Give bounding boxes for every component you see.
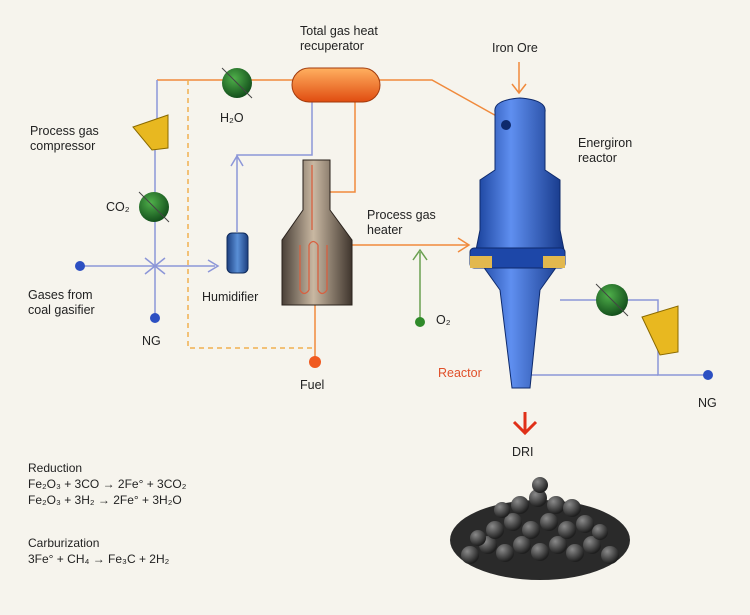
ng-left-label: NG [142, 334, 161, 348]
humidifier-up-arrowhead [230, 154, 244, 167]
reduction-equations: Reduction Fe₂O₃ + 3CO → 2Fe° + 3CO₂ Fe₂O… [28, 460, 186, 508]
energiron-reactor-label: Energiron reactor [578, 136, 632, 166]
reduction-title: Reduction [28, 461, 83, 475]
process-gas-pipe-humidifier-up [236, 95, 313, 232]
heater-out-arrowhead [457, 237, 471, 253]
recuperator-label-line1: Total gas heat [300, 24, 378, 38]
dri-label: DRI [512, 445, 534, 459]
recycle-gas-pipe-right [560, 299, 708, 376]
reduction-equation-2: Fe₂O₃ + 3H₂ → 2Fe° + 3H₂O [28, 493, 182, 507]
energiron-reactor-label-line2: reactor [578, 151, 617, 165]
dri-pellet-pile [450, 477, 630, 580]
carburization-equations: Carburization 3Fe° + CH₄ → Fe₃C + 2H₂ [28, 535, 169, 567]
o2-label: O₂ [436, 313, 451, 327]
humidifier-label: Humidifier [202, 290, 259, 304]
fuel-label: Fuel [300, 378, 325, 392]
humidifier-vessel [226, 232, 249, 274]
recycle-valve [595, 283, 629, 317]
iron-ore-arrow [511, 62, 527, 95]
gasifier-inlet-node [75, 261, 85, 271]
recuperator-label-line2: recuperator [300, 39, 364, 53]
ng-left-node [150, 313, 160, 323]
process-gas-heater-label: Process gas heater [367, 208, 436, 238]
ng-right-label: NG [698, 396, 717, 410]
reactor-label: Reactor [438, 366, 482, 380]
coal-gasifier-label-line2: coal gasifier [28, 303, 95, 317]
compressor-label-line1: Process gas [30, 124, 99, 138]
energiron-reactor [469, 97, 566, 389]
mixing-junction [144, 257, 166, 275]
energiron-reactor-label-line1: Energiron [578, 136, 633, 150]
reduction-equation-1: Fe₂O₃ + 3CO → 2Fe° + 3CO₂ [28, 477, 187, 491]
carburization-title: Carburization [28, 536, 100, 550]
process-gas-heater-label-line2: heater [367, 223, 403, 237]
compressor-label-line2: compressor [30, 139, 96, 153]
h2o-label: H₂O [220, 111, 244, 125]
o2-arrowhead [412, 248, 428, 261]
process-gas-heater [281, 159, 353, 306]
iron-ore-label: Iron Ore [492, 41, 538, 55]
o2-node [415, 317, 425, 327]
hot-gas-pipe-recuperator-down [330, 95, 356, 193]
fuel-node [309, 356, 321, 368]
h2o-valve [221, 67, 253, 99]
co2-valve [138, 191, 170, 223]
co2-label: CO₂ [106, 200, 130, 214]
coal-gasifier-label: Gases from coal gasifier [28, 288, 95, 318]
process-gas-heater-label-line1: Process gas [367, 208, 436, 222]
pipe-network [80, 62, 708, 376]
compressor-label: Process gas compressor [30, 124, 99, 154]
dri-arrow [512, 412, 538, 436]
ng-right-node [703, 370, 713, 380]
process-gas-compressor-right [641, 305, 679, 356]
recuperator-label: Total gas heat recuperator [300, 24, 378, 54]
fuel-dashed-pipe [187, 80, 315, 349]
total-gas-heat-recuperator [291, 67, 381, 103]
process-gas-compressor-left [132, 114, 169, 151]
coal-gasifier-label-line1: Gases from [28, 288, 93, 302]
carburization-equation-1: 3Fe° + CH₄ → Fe₃C + 2H₂ [28, 552, 170, 566]
inlet-arrowhead [207, 259, 220, 273]
